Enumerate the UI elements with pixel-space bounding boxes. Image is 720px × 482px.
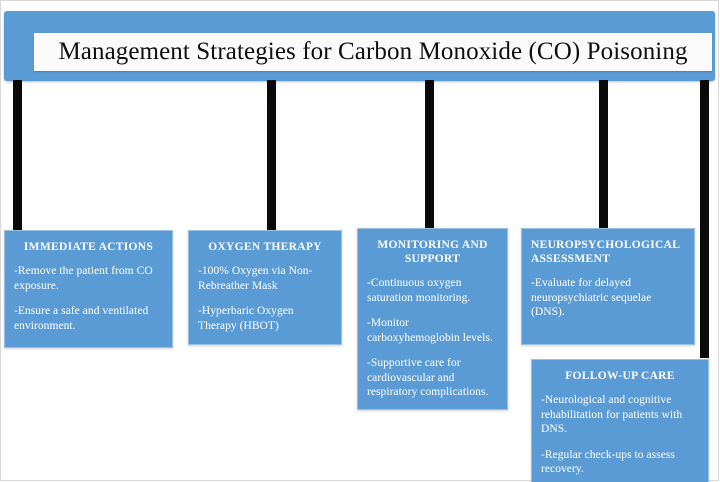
node-body-neuropsychological-assessment: -Evaluate for delayed neuropsychiatric s…	[531, 276, 685, 320]
node-immediate-actions[interactable]: IMMEDIATE ACTIONS -Remove the patient fr…	[4, 230, 173, 348]
node-bullet: -Continuous oxygen saturation monitoring…	[367, 277, 471, 304]
node-bullet: -Remove the patient from CO exposure.	[14, 265, 153, 292]
diagram-title-plate: Management Strategies for Carbon Monoxid…	[34, 33, 712, 71]
connector-line-oxygen-therapy	[267, 80, 276, 232]
node-body-oxygen-therapy: -100% Oxygen via Non-Rebreather Mask -Hy…	[198, 264, 332, 333]
connector-line-immediate-actions	[13, 80, 22, 230]
node-follow-up-care[interactable]: FOLLOW-UP CARE -Neurological and cogniti…	[531, 359, 709, 482]
node-bullet: -100% Oxygen via Non-Rebreather Mask	[198, 265, 313, 292]
node-body-immediate-actions: -Remove the patient from CO exposure. -E…	[14, 264, 163, 333]
node-body-monitoring-and-support: -Continuous oxygen saturation monitoring…	[367, 276, 498, 400]
connector-line-monitoring-and-support	[425, 80, 434, 228]
connector-line-neuropsychological-assessment	[599, 80, 608, 228]
node-bullet: -Regular check-ups to assess recovery.	[541, 448, 675, 476]
node-title-monitoring-and-support: MONITORING AND SUPPORT	[377, 239, 488, 265]
node-body-follow-up-care: -Neurological and cognitive rehabilitati…	[541, 393, 699, 477]
node-title-neuropsychological-assessment: NEUROPSYCHOLOGICAL ASSESSMENT	[531, 239, 680, 265]
connector-line-follow-up-care	[700, 80, 709, 358]
node-title-immediate-actions: IMMEDIATE ACTIONS	[23, 241, 154, 253]
node-title-follow-up-care: FOLLOW-UP CARE	[565, 370, 675, 382]
diagram-header-bar: Management Strategies for Carbon Monoxid…	[4, 11, 715, 81]
node-neuropsychological-assessment[interactable]: NEUROPSYCHOLOGICAL ASSESSMENT -Evaluate …	[521, 228, 695, 345]
page-title: Management Strategies for Carbon Monoxid…	[58, 38, 688, 65]
node-bullet: -Evaluate for delayed neuropsychiatric s…	[531, 277, 652, 318]
node-bullet: -Supportive care for cardiovascular and …	[367, 357, 489, 398]
node-bullet: -Neurological and cognitive rehabilitati…	[541, 394, 683, 435]
node-monitoring-and-support[interactable]: MONITORING AND SUPPORT -Continuous oxyge…	[357, 228, 508, 410]
node-title-oxygen-therapy: OXYGEN THERAPY	[208, 241, 322, 253]
node-bullet: -Ensure a safe and ventilated environmen…	[14, 305, 149, 332]
node-bullet: -Hyperbaric Oxygen Therapy (HBOT)	[198, 305, 294, 332]
node-oxygen-therapy[interactable]: OXYGEN THERAPY -100% Oxygen via Non-Rebr…	[188, 230, 342, 345]
node-bullet: -Monitor carboxyhemoglobin levels.	[367, 317, 493, 344]
